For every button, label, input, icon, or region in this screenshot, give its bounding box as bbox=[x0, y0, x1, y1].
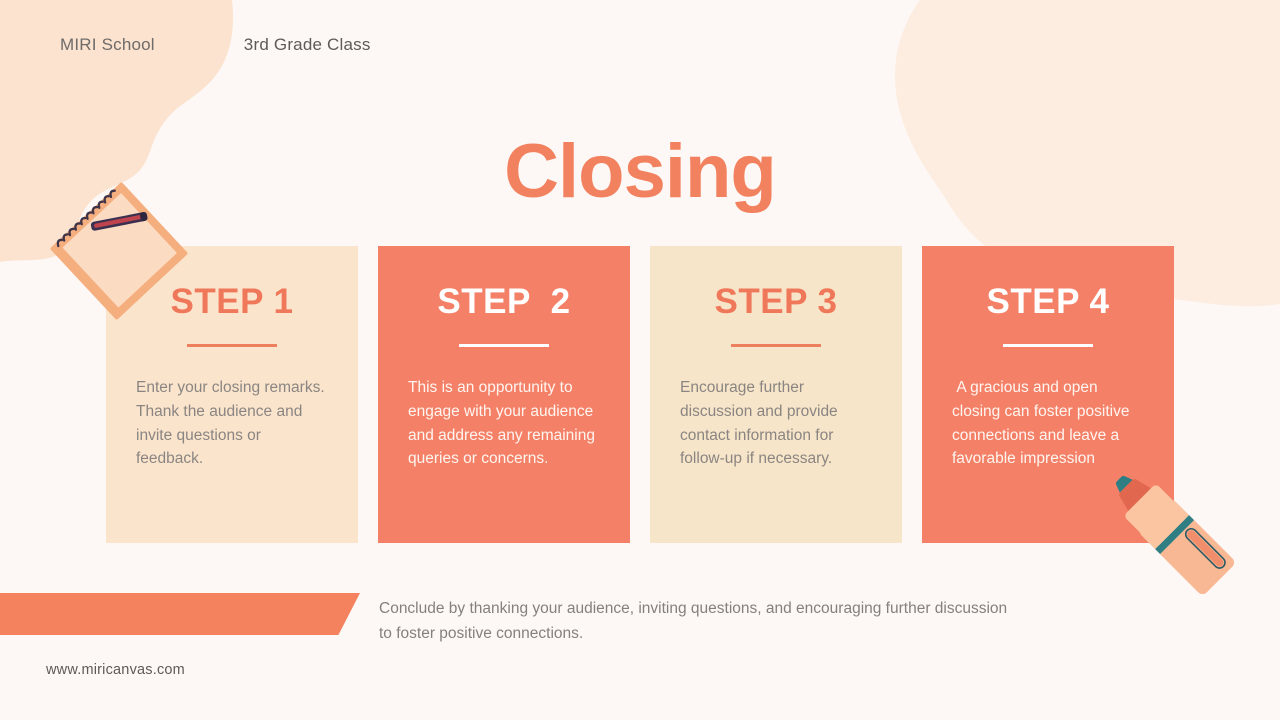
marker-pen-icon bbox=[1115, 475, 1234, 594]
step-card-1-divider bbox=[187, 344, 277, 347]
step-cards-container: STEP 1 Enter your closing remarks. Thank… bbox=[106, 246, 1174, 543]
notebook-page bbox=[62, 193, 177, 308]
class-name: 3rd Grade Class bbox=[243, 35, 371, 54]
bottom-accent-banner bbox=[0, 593, 360, 635]
spiral-notebook-icon bbox=[50, 182, 188, 320]
slide-header: MIRI School 3rd Grade Class bbox=[60, 35, 371, 55]
step-card-3[interactable]: STEP 3 Encourage further discussion and … bbox=[650, 246, 902, 543]
step-card-2-body: This is an opportunity to engage with yo… bbox=[408, 379, 600, 468]
step-card-4-divider bbox=[1003, 344, 1093, 347]
step-card-3-title: STEP 3 bbox=[714, 282, 838, 321]
school-name: MIRI School bbox=[60, 35, 155, 54]
step-card-4-title: STEP 4 bbox=[986, 282, 1110, 321]
site-url: www.miricanvas.com bbox=[46, 662, 185, 678]
step-card-3-body: Encourage further discussion and provide… bbox=[680, 379, 842, 468]
step-card-2-title: STEP 2 bbox=[437, 282, 571, 321]
step-card-3-divider bbox=[731, 344, 821, 347]
step-card-1-body: Enter your closing remarks. Thank the au… bbox=[136, 379, 329, 468]
step-card-2[interactable]: STEP 2 This is an opportunity to engage … bbox=[378, 246, 630, 543]
footer-note: Conclude by thanking your audience, invi… bbox=[379, 600, 1008, 642]
step-card-2-divider bbox=[459, 344, 549, 347]
